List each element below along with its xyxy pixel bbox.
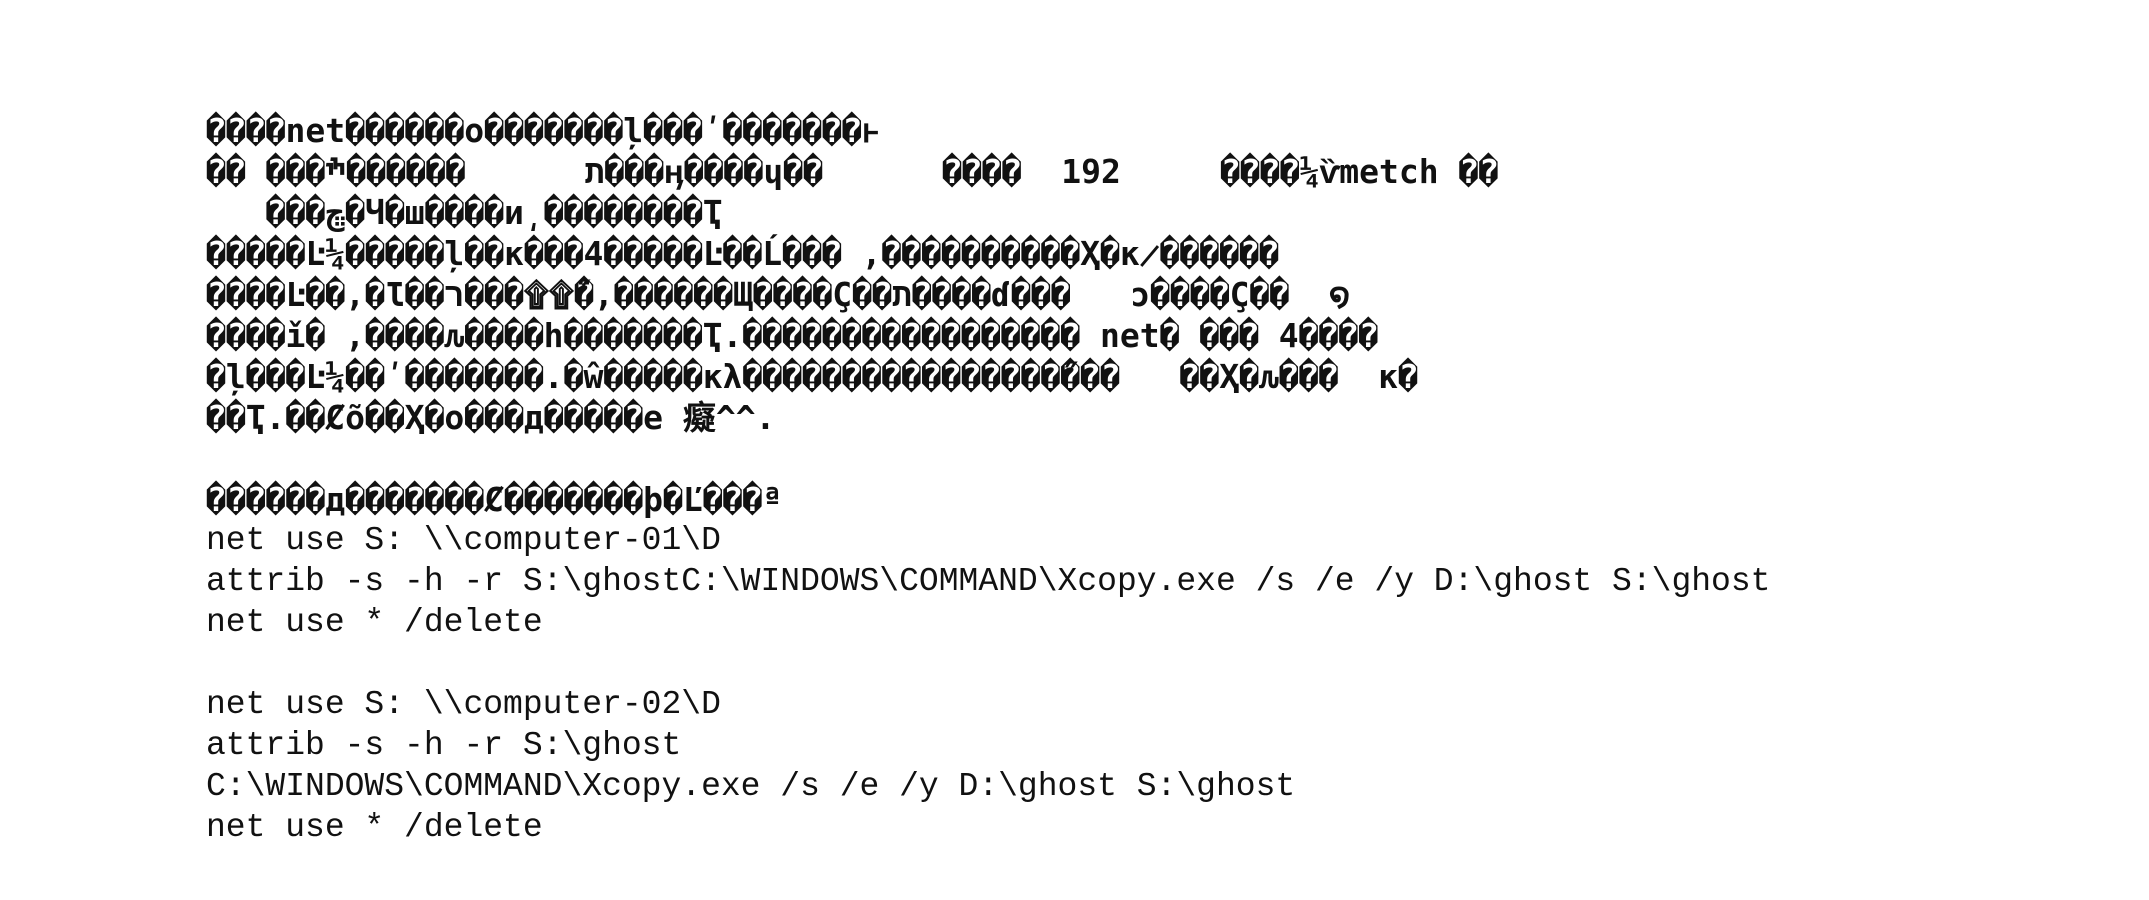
command-block-2: net use S: \\computer-02\D attrib -s -h …	[206, 684, 2106, 848]
command-line: net use * /delete	[206, 809, 543, 846]
command-line: net use * /delete	[206, 604, 543, 641]
command-line: net use S: \\computer-02\D	[206, 686, 721, 723]
paragraph-line-3: ���ڇ�Ч�ш����и͵��������Ҭ	[206, 193, 723, 232]
section-heading: ������д�������Ȼ�������þ�Ľ���ª	[206, 480, 783, 519]
paragraph-line-1: ����net������o�������ļ���ʹ�������ͱ	[206, 111, 881, 150]
document-body: ����net������o�������ļ���ʹ�������ͱ �� ��…	[206, 110, 2106, 848]
spacer	[206, 438, 2106, 479]
command-line: attrib -s -h -r S:\ghost	[206, 727, 682, 764]
paragraph-line-2: �� ���ת ������ׯ���ӊ����ɥ�� ���� 192 ����…	[206, 152, 1499, 191]
paragraph-line-5: ����Ŀ��,�Ɩ��ר���۩۩�̈́,������Щ����Ç��ת���…	[206, 275, 1351, 314]
spacer	[206, 643, 2106, 684]
paragraph-line-7: �ļ���Ŀ¼��ʹ�������.�ŵ�����κλ�������������…	[206, 357, 1418, 396]
command-block-1: net use S: \\computer-01\D attrib -s -h …	[206, 520, 2106, 643]
command-line: net use S: \\computer-01\D	[206, 522, 721, 559]
paragraph-line-6: ����ǐ� ,����ԉ����h�������Ҭ.�������������…	[206, 316, 1379, 355]
command-line: C:\WINDOWS\COMMAND\Xcopy.exe /s /e /y D:…	[206, 768, 1296, 805]
garbled-paragraph: ����net������o�������ļ���ʹ�������ͱ �� ��…	[206, 110, 2106, 438]
command-line: attrib -s -h -r S:\ghostC:\WINDOWS\COMMA…	[206, 563, 1771, 600]
paragraph-line-8: ��Ҭ.��Ȼõ��Ҳ�o���д�����e 癡^^.	[206, 398, 776, 437]
paragraph-line-4: �����Ŀ¼�����ļ��к���4�����Ŀ��Ĺ��� ,������…	[206, 234, 1279, 273]
